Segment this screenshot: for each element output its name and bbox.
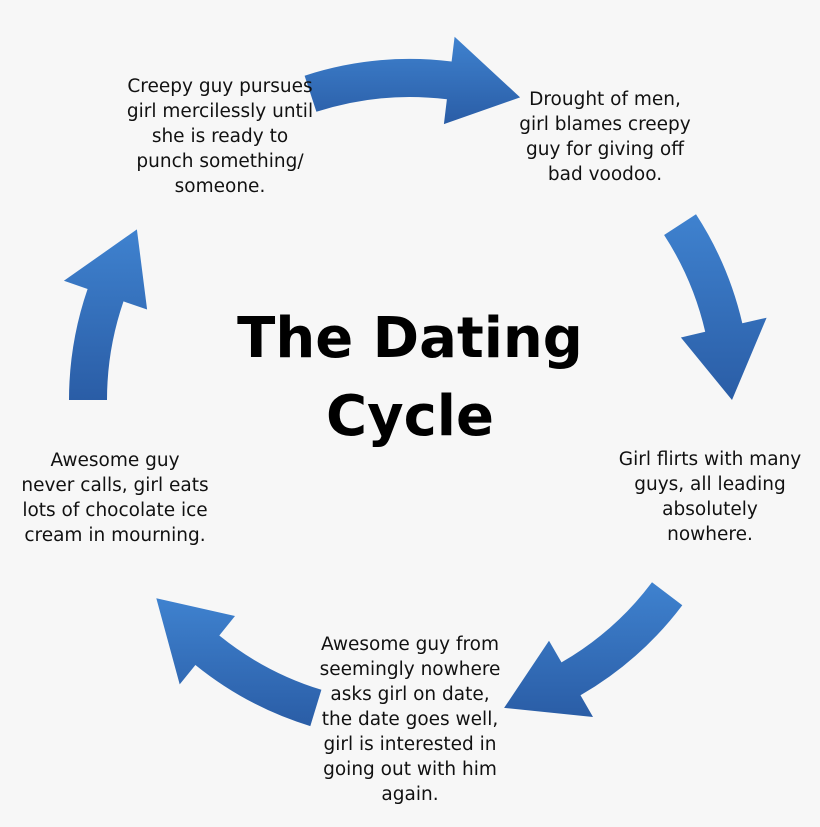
cycle-arrow-5	[63, 229, 148, 400]
step-1-label: Creepy guy pursues girl mercilessly unti…	[126, 76, 314, 197]
step-5-label: Awesome guy never calls, girl eats lots …	[21, 450, 209, 546]
diagram-title: The Dating Cycle	[237, 306, 583, 449]
step-3-label: Girl flirts with many guys, all leading …	[618, 449, 802, 545]
cycle-arrow-3	[504, 582, 683, 717]
cycle-arrow-4	[156, 598, 322, 727]
cycle-arrow-2	[664, 214, 767, 400]
cycle-arrow-1	[304, 36, 521, 125]
step-4-label: Awesome guy from seemingly nowhere asks …	[319, 634, 501, 805]
step-2-label: Drought of men, girl blames creepy guy f…	[519, 89, 691, 185]
